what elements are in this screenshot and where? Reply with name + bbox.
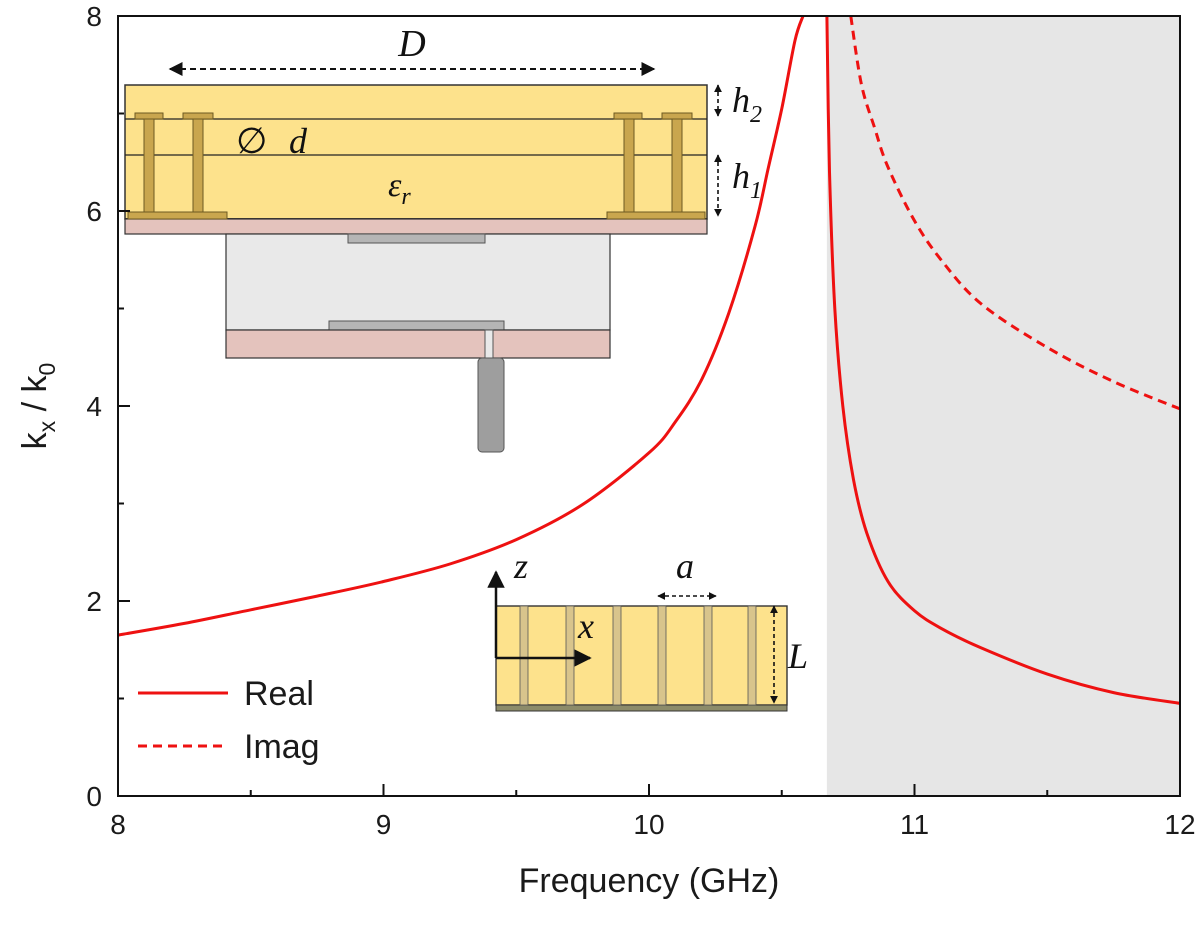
- x-axis-title: Frequency (GHz): [519, 862, 780, 900]
- via: [143, 118, 155, 213]
- via-pad: [127, 211, 228, 220]
- feed-substrate: [225, 329, 611, 359]
- unit-cell-via: [565, 605, 575, 706]
- x-tick-label: 10: [633, 809, 664, 840]
- series-line-imag-2: [849, 16, 1180, 411]
- legend: Real Imag: [138, 675, 320, 766]
- label-D: D: [397, 23, 425, 65]
- feed-pin: [484, 329, 494, 359]
- y-tick-label: 0: [86, 781, 102, 812]
- label-z: z: [513, 546, 528, 586]
- via-pad: [606, 211, 706, 220]
- upper-patch: [347, 233, 486, 244]
- unit-cell-ground: [495, 704, 788, 712]
- tick-layer: 8 9 10 11 12 0 2 4 6 8: [86, 1, 1195, 840]
- via: [623, 118, 635, 213]
- label-h2: h2: [732, 80, 762, 128]
- x-tick-label: 9: [376, 809, 392, 840]
- coax-connector: [477, 357, 505, 453]
- label-d: d: [289, 121, 308, 161]
- x-tick-label: 11: [900, 809, 929, 840]
- unit-cell-via: [519, 605, 529, 706]
- y-axis-title: kx / k0: [16, 363, 60, 450]
- label-x: x: [577, 606, 594, 646]
- via: [671, 118, 683, 213]
- label-h1: h1: [732, 156, 762, 204]
- via-cap: [182, 112, 214, 120]
- unit-cell-via: [657, 605, 667, 706]
- unit-cell-via: [612, 605, 622, 706]
- label-epsilon-r: εr: [388, 167, 411, 210]
- lower-patch: [328, 320, 505, 331]
- feed-cavity: [225, 233, 611, 331]
- shaded-region: [826, 16, 1180, 796]
- y-tick-label: 2: [86, 586, 102, 617]
- y-tick-label: 8: [86, 1, 102, 32]
- plot-frame: [117, 15, 1181, 797]
- via: [192, 118, 204, 213]
- unit-cell-via: [747, 605, 757, 706]
- unit-cell-inset: z x a L: [487, 546, 808, 712]
- x-tick-label: 12: [1164, 809, 1195, 840]
- legend-label-imag: Imag: [244, 728, 320, 766]
- unit-cell-via: [703, 605, 713, 706]
- label-L: L: [787, 636, 808, 676]
- antenna-cross-section-inset: D h2 h1 ∅ d εr: [124, 23, 762, 453]
- label-a: a: [676, 546, 694, 586]
- bottom-layer: [124, 218, 708, 235]
- via-cap: [613, 112, 643, 120]
- series-layer: [118, 16, 1180, 705]
- unit-cell-substrate: [495, 605, 788, 706]
- label-diameter-symbol: ∅: [236, 121, 267, 162]
- x-tick-label: 8: [110, 809, 126, 840]
- series-line-real-0: [118, 16, 805, 637]
- legend-label-real: Real: [244, 675, 314, 713]
- y-tick-label: 6: [86, 196, 102, 227]
- substrate-block: [124, 84, 708, 220]
- series-line-real-1: [825, 16, 1180, 705]
- via-cap: [661, 112, 693, 120]
- y-tick-label: 4: [86, 391, 102, 422]
- via-cap: [134, 112, 164, 120]
